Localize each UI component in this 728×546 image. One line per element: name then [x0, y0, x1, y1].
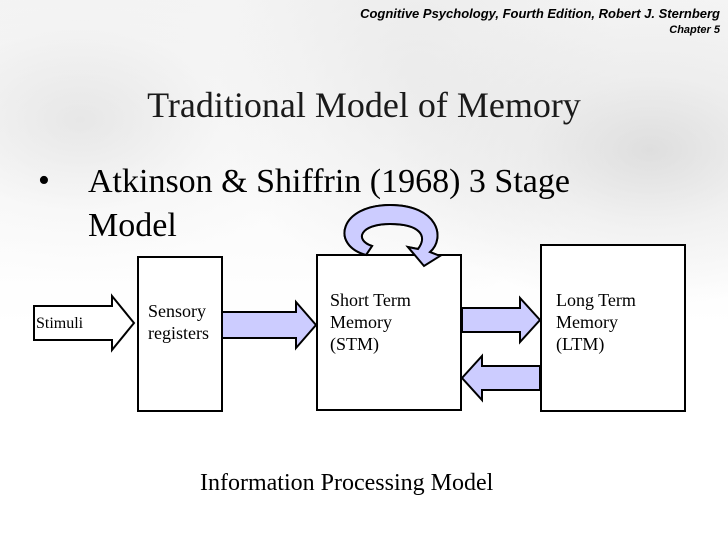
- sensory-registers-box: [137, 256, 223, 412]
- stm-label-line1: Short Term: [330, 290, 411, 310]
- header-citation: Cognitive Psychology, Fourth Edition, Ro…: [360, 6, 720, 21]
- bullet-text: Atkinson & Shiffrin (1968) 3 Stage Model: [88, 163, 570, 244]
- short-term-memory-box: [316, 254, 462, 411]
- stm-label-line2: Memory: [330, 312, 392, 332]
- stimuli-arrow: [33, 293, 136, 353]
- sensory-label-line1: Sensory: [148, 301, 206, 321]
- long-term-memory-box: [540, 244, 686, 412]
- slide-title: Traditional Model of Memory: [147, 85, 581, 125]
- bullet-icon: •: [38, 162, 50, 199]
- stimuli-label: Stimuli: [36, 315, 84, 332]
- stm-label-line3: (STM): [330, 334, 379, 354]
- diagram-caption: Information Processing Model: [200, 470, 494, 496]
- ltm-to-stm-arrow: [460, 353, 541, 403]
- sensory-label-line2: registers: [148, 323, 209, 343]
- ltm-label-line3: (LTM): [556, 334, 605, 354]
- stm-to-ltm-arrow: [461, 295, 542, 345]
- ltm-label-line1: Long Term: [556, 290, 636, 310]
- ltm-label-line2: Memory: [556, 312, 618, 332]
- header-chapter: Chapter 5: [669, 24, 720, 36]
- sensory-to-stm-arrow: [220, 299, 318, 351]
